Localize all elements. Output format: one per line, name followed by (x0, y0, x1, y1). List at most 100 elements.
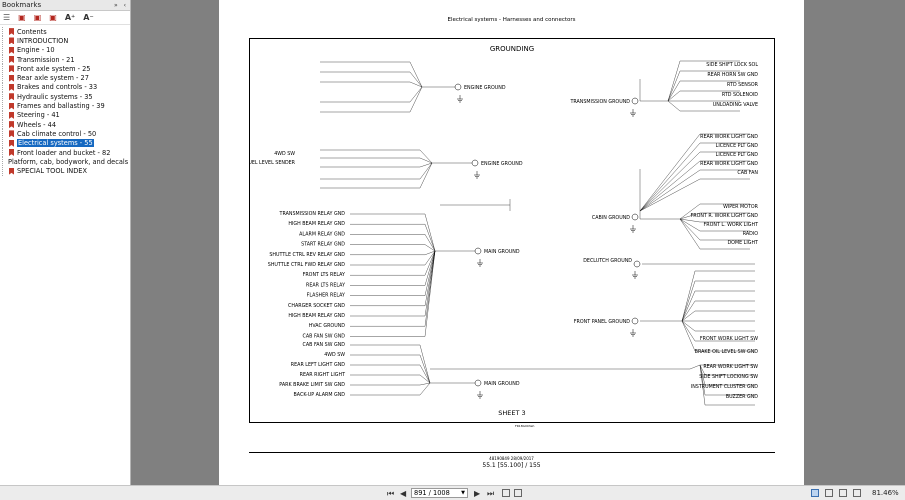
document-viewport[interactable]: Electrical systems - Harnesses and conne… (131, 0, 905, 485)
left-label: HIGH BEAM RELAY GND (288, 313, 345, 319)
main-ground-ring (474, 247, 482, 255)
new-bookmark-icon[interactable]: ▣ (18, 13, 26, 22)
font-decrease-icon[interactable]: A⁻ (83, 13, 94, 22)
bookmark-item-brakes[interactable]: Brakes and controls - 33 (0, 82, 130, 92)
font-increase-icon[interactable]: A⁺ (64, 13, 76, 22)
prev-page-button[interactable]: ◀ (400, 489, 407, 498)
bookmark-item-cab-climate[interactable]: Cab climate control - 50 (0, 129, 130, 139)
wire (409, 81, 423, 88)
bookmark-item-frames[interactable]: Frames and ballasting - 39 (0, 101, 130, 111)
main-ground-ring (474, 379, 482, 387)
bookmark-item-front-axle[interactable]: Front axle system - 25 (0, 64, 130, 74)
diagram-title: GROUNDING (490, 45, 534, 53)
right-label: INSTRUMENT CLUSTER GND (691, 384, 758, 390)
cabin-ground-ring (631, 213, 639, 221)
bookmark-icon (9, 167, 14, 175)
wire (419, 382, 431, 396)
bookmark-item-electrical[interactable]: Electrical systems - 55 (0, 138, 130, 148)
wire (424, 250, 436, 255)
tree-line (2, 148, 7, 157)
wire (424, 213, 436, 252)
left-label: BACK-UP ALARM GND (294, 392, 346, 398)
left-label: FRONT LTS RELAY (303, 272, 345, 278)
bookmark-label: Front loader and bucket - 82 (17, 148, 111, 157)
bookmark-label: Wheels - 44 (17, 120, 57, 129)
bookmark-item-engine[interactable]: Engine - 10 (0, 45, 130, 55)
wire (409, 71, 423, 88)
left-label: HIGH BEAM RELAY GND (288, 221, 345, 227)
ground-symbol (630, 329, 636, 337)
ground-label: MAIN GROUND (484, 249, 520, 255)
bookmark-item-front-loader[interactable]: Front loader and bucket - 82 (0, 148, 130, 157)
bookmark-item-hydraulic[interactable]: Hydraulic systems - 35 (0, 92, 130, 102)
wire (424, 224, 436, 252)
tree-line (2, 129, 7, 139)
collapse-bookmark-icon[interactable]: ▣ (49, 13, 57, 22)
left-label: REAR LTS RELAY (306, 282, 345, 288)
bookmark-label: Electrical systems - 55 (17, 139, 94, 148)
page-number-input[interactable]: 891 / 1008 ▼ (411, 488, 468, 498)
left-label: 4WD SW (324, 352, 345, 358)
bookmark-icon (9, 102, 14, 110)
bookmark-label: SPECIAL TOOL INDEX (17, 167, 87, 176)
bookmark-item-platform[interactable]: Platform, cab, bodywork, and decals - (0, 157, 130, 167)
first-page-button[interactable]: ⏮ (387, 489, 395, 498)
bookmark-item-rear-axle[interactable]: Rear axle system - 27 (0, 73, 130, 83)
right-label: LICENCE PLT GND (716, 143, 759, 149)
bookmark-item-introduction[interactable]: INTRODUCTION (0, 36, 130, 46)
right-label: RTD SOLENOID (722, 92, 758, 98)
tree-line (2, 73, 7, 83)
wire (424, 250, 436, 276)
wire (667, 100, 681, 112)
bookmark-label: Engine - 10 (17, 46, 55, 55)
rotate-view-icon[interactable] (514, 489, 522, 497)
wire (424, 234, 436, 252)
wire (681, 290, 696, 322)
bookmark-item-wheels[interactable]: Wheels - 44 (0, 120, 130, 130)
bookmark-item-contents[interactable]: Contents (0, 27, 130, 37)
wire (419, 382, 431, 386)
right-label: WIPER MOTOR (723, 204, 759, 210)
zoom-level[interactable]: 81.46% (872, 489, 899, 497)
tree-line (2, 166, 7, 176)
tree-line (2, 27, 7, 37)
panel-collapse-button[interactable]: » ‹ (114, 1, 128, 9)
wire (679, 203, 701, 220)
drawing-stamp: FR18G003eh (515, 424, 535, 428)
bookmark-item-special-tool[interactable]: SPECIAL TOOL INDEX (0, 166, 130, 176)
wire (639, 160, 701, 212)
tree-line (2, 36, 7, 46)
chevron-down-icon[interactable]: ▼ (461, 490, 465, 496)
bookmark-icon (9, 121, 14, 129)
bookmark-label: Front axle system - 25 (17, 64, 91, 73)
bookmark-label: Frames and ballasting - 39 (17, 102, 105, 111)
bookmarks-toolbar: ☰ ▣ ▣ ▣ A⁺ A⁻ (0, 11, 130, 25)
left-label: HVAC GROUND (309, 323, 346, 329)
ground-symbol (632, 271, 638, 279)
wire (424, 250, 436, 337)
next-page-button[interactable]: ▶ (474, 489, 481, 498)
copy-view-icon[interactable] (502, 489, 510, 497)
bookmark-options-icon[interactable]: ☰ (3, 13, 11, 22)
wire (639, 169, 701, 212)
expand-bookmark-icon[interactable]: ▣ (33, 13, 42, 22)
single-page-view-icon[interactable] (811, 489, 819, 497)
wire (681, 270, 696, 322)
left-label: SHUTTLE CTRL FWD RELAY GND (268, 262, 346, 268)
last-page-button[interactable]: ⏭ (487, 489, 495, 498)
wire (667, 60, 681, 102)
facing-view-icon[interactable] (839, 489, 847, 497)
wire (667, 90, 681, 102)
viewer-status-bar: ⏮ ◀ 891 / 1008 ▼ ▶ ⏭ 81.46% (0, 485, 905, 500)
right-label: BRAKE OIL LEVEL SW GND (695, 349, 759, 355)
left-label: PARK BRAKE LIMIT SW GND (279, 382, 345, 388)
bookmark-item-transmission[interactable]: Transmission - 21 (0, 55, 130, 65)
right-label: REAR WORK LIGHT SW (703, 364, 758, 370)
bookmark-icon (9, 83, 14, 91)
bookmark-item-steering[interactable]: Steering - 41 (0, 110, 130, 120)
right-label: LICENCE PLT GND (716, 152, 759, 158)
facing-continuous-view-icon[interactable] (853, 489, 861, 497)
continuous-view-icon[interactable] (825, 489, 833, 497)
bookmark-icon (9, 111, 14, 119)
bookmark-icon (9, 130, 14, 138)
